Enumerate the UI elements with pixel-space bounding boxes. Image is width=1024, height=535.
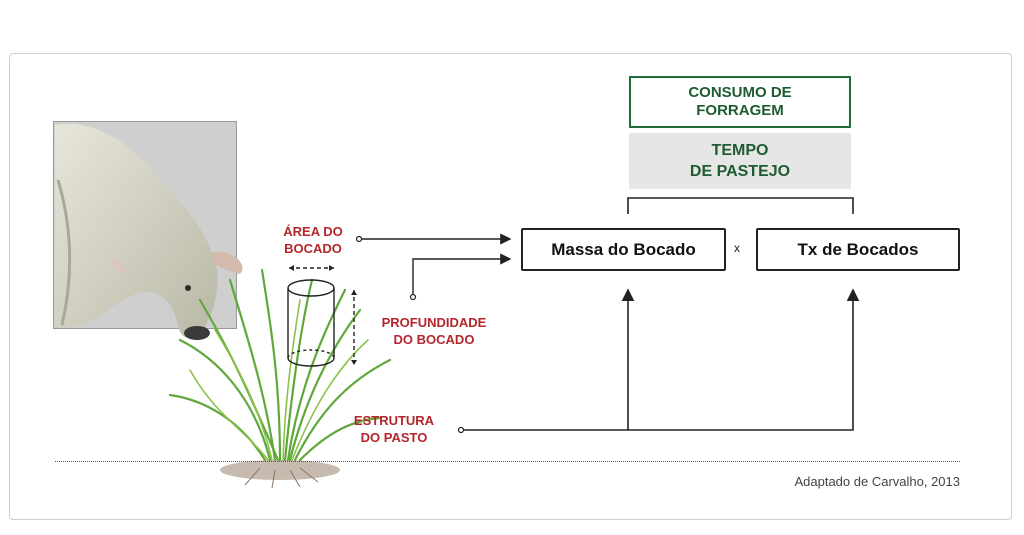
bite-area-line2: BOCADO xyxy=(284,241,342,256)
depth-arrow xyxy=(412,253,512,294)
bracket-line xyxy=(627,197,854,214)
grazing-time-line2: DE PASTEJO xyxy=(689,163,791,180)
pasture-structure-label: ESTRUTURA DO PASTO xyxy=(346,412,442,446)
bite-rate-label: Tx de Bocados xyxy=(797,239,919,259)
bite-depth-line2: DO BOCADO xyxy=(393,332,475,347)
bite-rate-box: Tx de Bocados xyxy=(756,228,960,271)
forage-intake-line2: FORRAGEM xyxy=(696,102,784,119)
bite-area-label: ÁREA DO BOCADO xyxy=(272,223,354,257)
bite-mass-box: Massa do Bocado xyxy=(521,228,726,271)
forage-intake-line1: CONSUMO DE xyxy=(688,84,792,101)
source-credit: Adaptado de Carvalho, 2013 xyxy=(794,474,960,489)
grazing-time-box: TEMPO DE PASTEJO xyxy=(629,133,851,189)
diagram-frame xyxy=(9,53,1012,520)
ground-line xyxy=(55,461,960,462)
grazing-time-line1: TEMPO xyxy=(711,142,769,159)
bite-area-line1: ÁREA DO xyxy=(283,224,343,239)
bite-depth-line1: PROFUNDIDADE xyxy=(381,315,487,330)
multiply-sign: x xyxy=(734,241,740,255)
bite-depth-label: PROFUNDIDADE DO BOCADO xyxy=(372,314,496,348)
pasture-structure-line2: DO PASTO xyxy=(360,430,428,445)
bite-mass-label: Massa do Bocado xyxy=(551,239,696,259)
structure-arrow-rate xyxy=(464,288,860,431)
pasture-structure-line1: ESTRUTURA xyxy=(353,413,435,428)
forage-intake-box: CONSUMO DE FORRAGEM xyxy=(629,76,851,128)
cylinder-icon xyxy=(287,279,335,367)
